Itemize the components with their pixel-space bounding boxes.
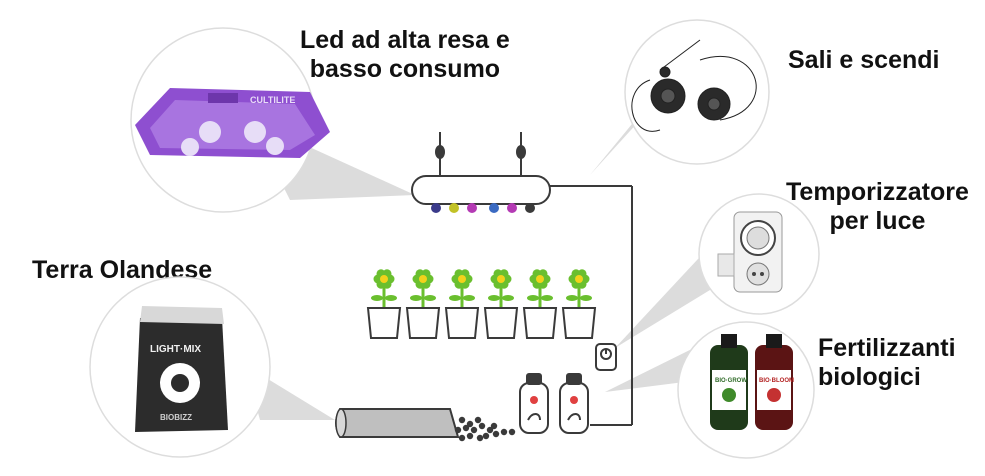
soil-brand-text: LIGHT·MIX xyxy=(150,344,201,355)
led-brand-text: CULTILITE xyxy=(250,95,295,105)
led-panel-image: CULTILITE xyxy=(135,88,330,158)
pot-plant xyxy=(524,269,556,338)
pot-plant xyxy=(407,269,439,338)
pot-plant xyxy=(446,269,478,338)
soil-pellets xyxy=(455,417,515,441)
diagram-timer xyxy=(596,344,616,370)
pot-plant xyxy=(485,269,517,338)
pot-plant xyxy=(368,269,400,338)
diagram-bottles xyxy=(520,374,588,433)
lamp-fixture xyxy=(412,132,632,425)
pot-plant xyxy=(563,269,595,338)
hanger-circle xyxy=(625,20,769,164)
soil-bag-image: LIGHT·MIX BIOBIZZ xyxy=(135,306,228,432)
soil-maker-text: BIOBIZZ xyxy=(160,413,192,422)
fert1-label-text: BIO·GROW xyxy=(715,378,747,384)
pots-row xyxy=(368,269,595,338)
diagram-soil-tube xyxy=(336,409,458,437)
fert2-label-text: BIO·BLOOM xyxy=(759,378,794,384)
